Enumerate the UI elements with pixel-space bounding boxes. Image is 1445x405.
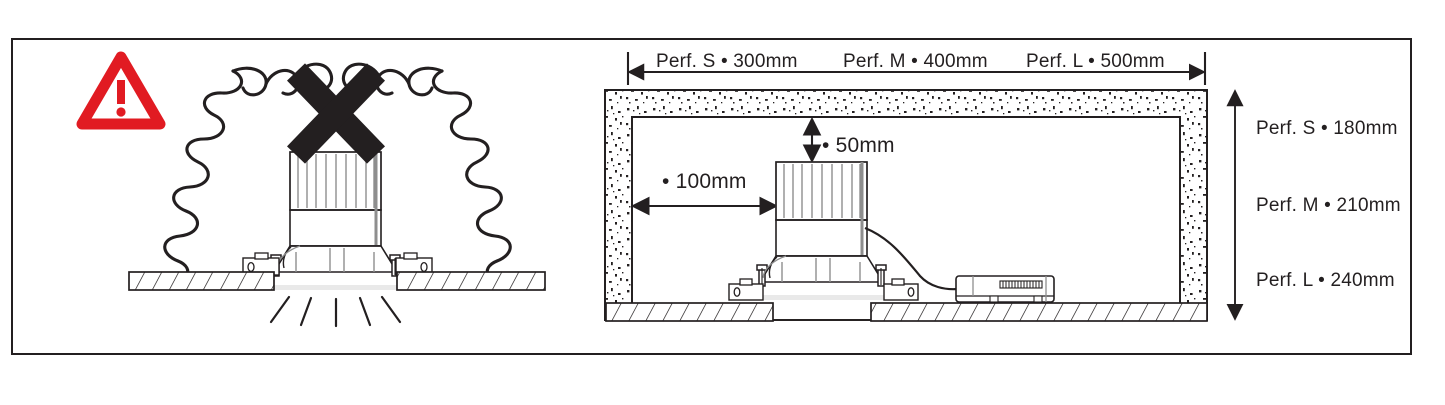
side-dimension-label-l: Perf. L • 240mm — [1256, 270, 1395, 291]
recessed-led-downlight — [754, 161, 890, 300]
led-driver-box — [955, 275, 1055, 303]
top-dimension-label-s: Perf. S • 300mm — [656, 51, 798, 72]
recessed-led-downlight — [268, 151, 404, 290]
top-clearance-label: • 50mm — [822, 134, 895, 157]
side-clearance-label: • 100mm — [662, 170, 747, 193]
hatched-ceiling-board — [605, 302, 1208, 322]
left-panel-group — [76, 51, 546, 328]
side-dimension-label-s: Perf. S • 180mm — [1256, 118, 1398, 139]
top-dimension-label-m: Perf. M • 400mm — [843, 51, 988, 72]
hatched-ceiling-board — [128, 271, 546, 291]
spring-clip-right — [875, 264, 887, 287]
driver-cable — [864, 226, 959, 291]
side-dimension-label-m: Perf. M • 210mm — [1256, 195, 1401, 216]
right-panel-group — [604, 52, 1244, 322]
warning-triangle-icon — [76, 51, 166, 130]
light-rays — [269, 295, 402, 328]
junction-box-right — [395, 252, 433, 276]
prohibition-cross — [287, 63, 385, 164]
enclosure-width-dimension — [626, 52, 1207, 85]
junction-box-left — [728, 278, 764, 301]
junction-box-right — [883, 278, 919, 301]
spring-clip-left — [756, 264, 768, 287]
top-dimension-label-l: Perf. L • 500mm — [1026, 51, 1165, 72]
